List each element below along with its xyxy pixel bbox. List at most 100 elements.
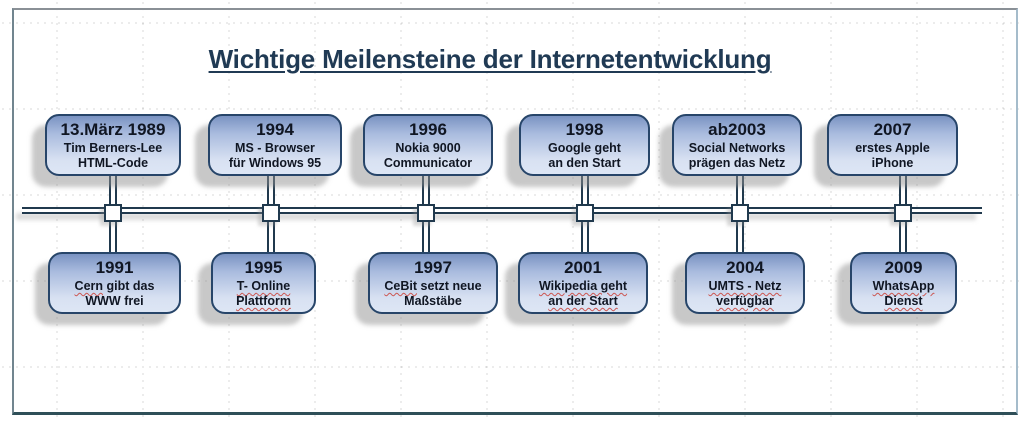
connector-line-bottom [422, 210, 430, 255]
milestone-year: 1998 [565, 120, 604, 139]
text-segment: für Windows 95 [228, 156, 322, 170]
text-segment: gibt das [103, 279, 155, 293]
description-line: erstes Apple [829, 141, 956, 156]
description-line: Dienst [852, 294, 955, 309]
text-segment: iPhone [871, 156, 914, 170]
description-line: an den Start [521, 156, 648, 171]
milestone-year: 1996 [409, 120, 447, 139]
description-line: Plattform [213, 294, 314, 309]
milestone-year: 1997 [414, 258, 452, 277]
connector-line-top [109, 170, 117, 210]
text-segment: Communicator [383, 156, 473, 170]
description-line: verfügbar [687, 294, 803, 309]
timeline-axis [22, 207, 982, 214]
text-segment: WWW frei [85, 294, 144, 308]
connector-line-top [267, 170, 275, 210]
description-line: UMTS - Netz [687, 279, 803, 294]
text-segment: Nokia 9000 [395, 141, 461, 155]
milestone-year: 1991 [95, 258, 134, 277]
misspelled-text: Plattform [236, 294, 291, 308]
diagram-title: Wichtige Meilensteine der Internetentwic… [208, 44, 772, 74]
milestone-year: 2007 [873, 120, 912, 139]
description-line: Google geht [521, 141, 648, 156]
description-line: WWW frei [50, 294, 179, 309]
misspelled-text: verfügbar [716, 294, 774, 308]
description-line: Social Networks [674, 141, 800, 156]
description-line: WhatsApp [852, 279, 955, 294]
misspelled-text: Cern [74, 279, 104, 293]
misspelled-text: WhatsApp [872, 279, 935, 293]
description-line: HTML-Code [47, 156, 179, 171]
misspelled-text: Dienst [884, 294, 923, 308]
description-line: MS - Browser [210, 141, 340, 156]
description-line: Communicator [365, 156, 491, 171]
description-line: Maßstäbe [370, 294, 496, 309]
misspelled-text: T- Online [236, 279, 291, 293]
misspelled-text: Wikipedia geht [538, 279, 628, 293]
text-segment: prägen das Netz [688, 156, 786, 170]
drawing-canvas-frame [12, 8, 1018, 415]
misspelled-text: UMTS - Netz [708, 279, 782, 293]
timeline-node [731, 204, 749, 222]
timeline-node [576, 204, 594, 222]
text-segment: Google geht [548, 141, 621, 155]
milestone-year: ab2003 [708, 120, 766, 139]
text-segment: MS - Browser [235, 141, 315, 155]
connector-line-top [736, 170, 744, 210]
text-segment: Tim Berners-Lee [63, 141, 163, 155]
milestone-year: 2004 [726, 258, 764, 277]
description-line: Cern gibt das [50, 279, 179, 294]
description-line: prägen das Netz [674, 156, 800, 171]
description-line: Nokia 9000 [365, 141, 491, 156]
description-line: für Windows 95 [210, 156, 340, 171]
text-segment: Social Networks [688, 141, 786, 155]
milestone-year: 2001 [564, 258, 602, 277]
description-line: Wikipedia geht [520, 279, 646, 294]
text-segment: erstes Apple [855, 141, 930, 155]
connector-line-bottom [736, 210, 744, 255]
description-line: iPhone [829, 156, 956, 171]
misspelled-text: an der Start [548, 294, 618, 308]
milestone-year: 1994 [256, 120, 294, 139]
timeline-node [894, 204, 912, 222]
milestone-year: 1995 [244, 258, 283, 277]
connector-line-top [581, 170, 589, 210]
connector-line-top [422, 170, 430, 210]
description-line: an der Start [520, 294, 646, 309]
text-segment: an den Start [548, 156, 621, 170]
connector-line-top [899, 170, 907, 210]
text-segment: HTML-Code [77, 156, 149, 170]
description-line: T- Online [213, 279, 314, 294]
misspelled-text: CeBit [384, 279, 418, 293]
connector-line-bottom [267, 210, 275, 255]
milestone-year: 2009 [884, 258, 923, 277]
timeline-node [417, 204, 435, 222]
milestone-year: 13.März 1989 [60, 120, 166, 139]
description-line: CeBit setzt neue [370, 279, 496, 294]
timeline-node [104, 204, 122, 222]
connector-line-bottom [581, 210, 589, 255]
